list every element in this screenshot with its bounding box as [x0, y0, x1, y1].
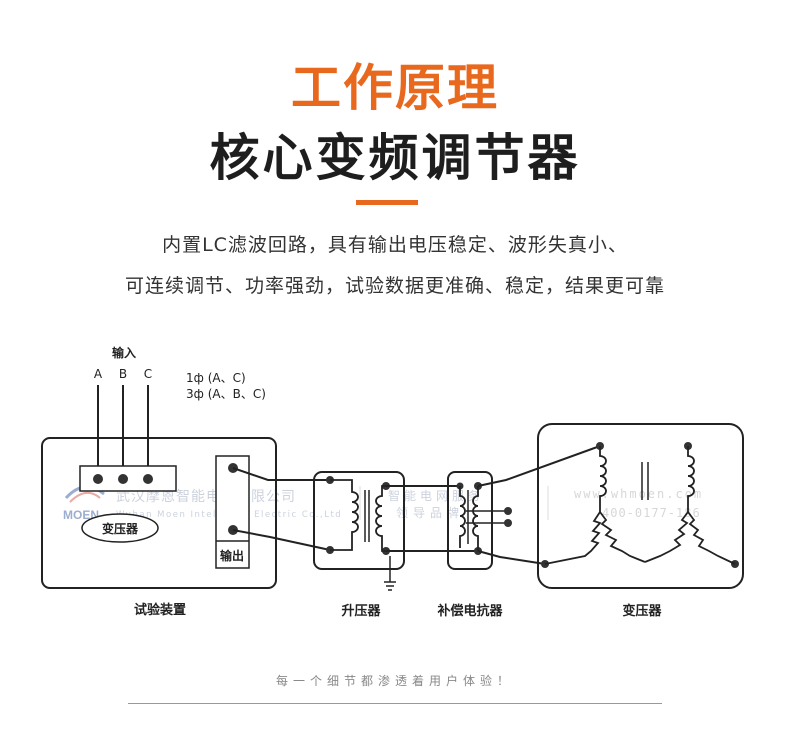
reactor-coil-2	[472, 486, 479, 551]
caption-transformer: 变压器	[622, 603, 662, 619]
caption-compensation-reactor: 补偿电抗器	[436, 603, 503, 619]
section-title: 工作原理	[291, 59, 499, 117]
transformer-winding-diag-3	[644, 511, 689, 563]
transformer-box	[537, 423, 744, 589]
logo-text: MOEN	[63, 508, 99, 522]
input-label: 输入	[112, 345, 136, 360]
website: www.whmoen.com	[574, 487, 703, 501]
step-up-secondary-coil	[375, 485, 386, 552]
inner-transformer-ellipse	[81, 513, 159, 543]
step-up-primary-coil	[330, 479, 359, 551]
main-title: 核心变频调节器	[209, 129, 581, 187]
terminal-b	[118, 474, 128, 484]
company-name-cn: 武汉摩恩智能电气有限公司	[116, 488, 296, 505]
slogan-1: 智能电网服务	[388, 488, 484, 503]
phone: 400-0177-186	[602, 506, 701, 520]
output-terminal-block	[215, 455, 250, 569]
output-label: 输出	[220, 548, 244, 563]
reactor-coil-1	[459, 486, 466, 548]
footer-divider	[128, 703, 662, 704]
phase-note-single: 1ф (A、C)	[186, 371, 246, 385]
terminal-c	[143, 474, 153, 484]
inner-transformer-label: 变压器	[102, 521, 139, 536]
transformer-winding-diag-1	[544, 511, 602, 565]
compensation-reactor-box	[447, 471, 493, 570]
step-up-box	[313, 471, 405, 570]
watermark: MOEN 武汉摩恩智能电气有限公司 Wuhan Moen Intelligent…	[63, 485, 703, 522]
transformer-winding-left	[599, 446, 607, 512]
terminal-a	[93, 474, 103, 484]
phase-label-a: A	[94, 367, 103, 381]
description-line-1: 内置LC滤波回路，具有输出电压稳定、波形失真小、	[162, 234, 628, 256]
phase-label-b: B	[119, 367, 127, 381]
phase-label-c: C	[144, 367, 152, 381]
caption-step-up: 升压器	[341, 603, 381, 619]
slogan-2: 领导品牌	[396, 506, 464, 520]
phase-note-three: 3ф (A、B、C)	[186, 387, 266, 401]
transformer-winding-diag-4	[687, 511, 736, 565]
transformer-winding-diag-2	[599, 511, 646, 563]
caption-test-device: 试验装置	[134, 602, 186, 618]
title-underline	[356, 200, 418, 205]
transformer-winding-right	[687, 446, 695, 512]
description-line-2: 可连续调节、功率强劲，试验数据更准确、稳定，结果更可靠	[124, 275, 665, 297]
footer-slogan: 每一个细节都渗透着用户体验！	[275, 674, 514, 688]
test-device-box	[41, 437, 277, 589]
